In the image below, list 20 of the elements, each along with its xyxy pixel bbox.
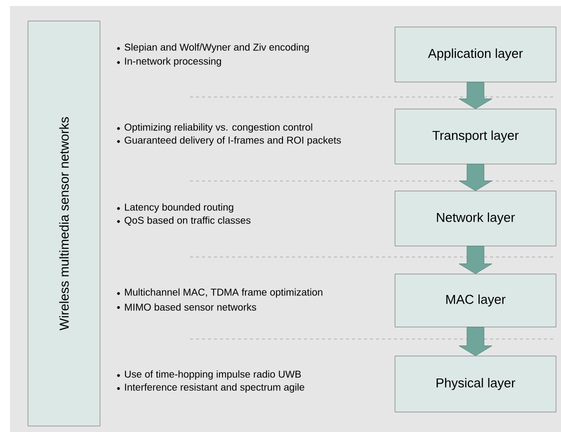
bullet-text: Interference resistant and spectrum agile: [125, 383, 304, 393]
arrow: [458, 164, 492, 192]
bullet-text: Optimizing reliability vs. congestion control: [124, 123, 312, 133]
arrow: [458, 246, 492, 274]
layer-box: Physical layer: [394, 356, 556, 412]
bullet-text: Use of time-hopping impulse radio UWB: [124, 370, 301, 380]
layer-box: Application layer: [394, 26, 556, 82]
bullet-text: In-network processing: [125, 57, 221, 67]
layer-box: Transport layer: [394, 108, 556, 164]
bullet-text: MIMO based sensor networks: [125, 303, 256, 311]
bullet-text: Multichannel MAC, TDMA frame optimization: [125, 288, 322, 298]
bullet-text: QoS based on traffic classes: [124, 216, 250, 226]
bullet-text: Slepian and Wolf/Wyner and Ziv encoding: [124, 43, 309, 53]
arrow: [458, 82, 492, 110]
layer-box: Network layer: [394, 190, 556, 246]
bullet-text: Latency bounded routing: [125, 203, 234, 213]
layer-box: MAC layer: [394, 274, 556, 328]
arrow: [458, 326, 492, 356]
bullet-text: Guaranteed delivery of I-frames and ROI packets: [124, 136, 341, 146]
side-box: Wireless multimedia sensor networks: [28, 20, 100, 426]
